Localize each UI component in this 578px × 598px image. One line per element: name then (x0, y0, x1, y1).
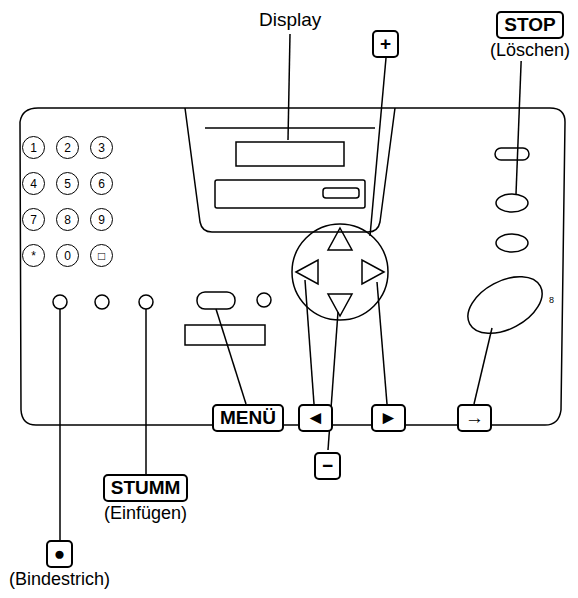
paper-slot (215, 180, 365, 208)
leader-line (474, 328, 492, 404)
leader-line (377, 282, 387, 404)
start-button (458, 265, 551, 345)
keypad-key: 2 (56, 136, 79, 159)
pad-down (328, 294, 352, 316)
callout-box: → (457, 404, 492, 432)
menu-button (197, 292, 235, 309)
key-label: 8 (64, 214, 71, 226)
keypad-key: 0 (56, 244, 79, 267)
button-name: − (314, 452, 341, 480)
callout-box: ◄ (298, 404, 333, 432)
leader-line (516, 39, 522, 194)
button-name: MENÜ (212, 404, 284, 432)
stop-button (496, 194, 528, 212)
mute-button (139, 295, 153, 309)
leader-line (305, 280, 314, 404)
right-button (496, 234, 528, 252)
key-label: 3 (98, 142, 105, 154)
key-label: 9 (98, 214, 105, 226)
button-function: (Bindestrich) (7, 568, 112, 590)
top-right-button (495, 148, 529, 160)
panel-housing (20, 108, 565, 425)
keypad-key: 7 (22, 208, 45, 231)
panel-mark: 8 (549, 295, 554, 305)
button-function: (Löschen) (488, 39, 572, 61)
keypad-key: 3 (90, 136, 113, 159)
callout-box: ●(Bindestrich) (7, 540, 112, 590)
bezel-line (205, 127, 375, 129)
callout-box: STUMM(Einfügen) (102, 474, 189, 524)
callout-box: + (372, 30, 399, 58)
leader-line (370, 58, 386, 236)
leader-line (216, 309, 246, 404)
callout-box: MENÜ (212, 404, 284, 432)
plain-button (95, 295, 109, 309)
button-name: ► (371, 404, 406, 432)
keypad-key: 6 (90, 172, 113, 195)
button-function: (Einfügen) (102, 502, 189, 524)
leader-line (59, 309, 61, 540)
pad-up (328, 228, 352, 250)
keypad-key: 1 (22, 136, 45, 159)
button-name: STOP (496, 11, 563, 39)
button-name: ◄ (298, 404, 333, 432)
leader-line (288, 34, 290, 140)
display-bezel (185, 108, 395, 232)
hyphen-button (53, 295, 67, 309)
key-label: * (31, 250, 36, 262)
panel-recess (185, 325, 265, 345)
key-label: 2 (64, 142, 71, 154)
key-label: □ (98, 250, 105, 262)
button-name: + (372, 30, 399, 58)
keypad-key: 8 (56, 208, 79, 231)
part-label: Display (259, 9, 321, 31)
callout-box: − (314, 452, 341, 480)
key-label: 1 (30, 142, 37, 154)
keypad-key: * (22, 244, 45, 267)
keypad-key: □ (90, 244, 113, 267)
key-label: 4 (30, 178, 37, 190)
key-label: 0 (64, 250, 71, 262)
key-label: 6 (98, 178, 105, 190)
pad-left (296, 260, 318, 284)
keypad-key: 9 (90, 208, 113, 231)
key-label: 5 (64, 178, 71, 190)
key-label: 7 (30, 214, 37, 226)
callout-box: STOP(Löschen) (488, 11, 572, 61)
keypad-key: 5 (56, 172, 79, 195)
callout-box: ► (371, 404, 406, 432)
button-name: ● (46, 540, 73, 568)
button-name: → (457, 404, 492, 432)
keypad-key: 4 (22, 172, 45, 195)
slot-tab (323, 188, 359, 198)
small-button (257, 293, 271, 307)
button-name: STUMM (103, 474, 189, 502)
display-window (236, 142, 344, 166)
leader-line (145, 309, 147, 474)
pad-right (362, 260, 384, 284)
